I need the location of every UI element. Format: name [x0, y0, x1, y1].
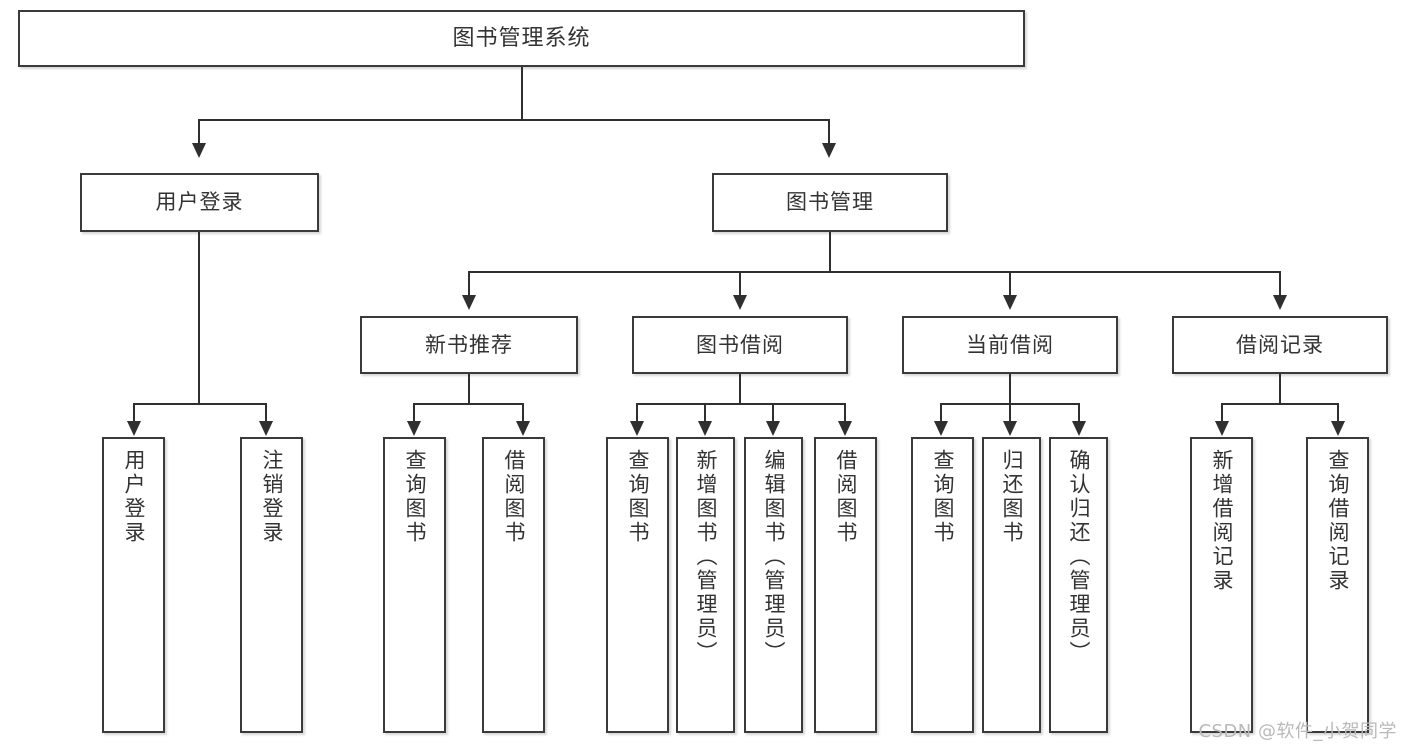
connector-new-book-split-bar [413, 403, 524, 405]
arrow-cb-to-leaf-1 [934, 421, 948, 436]
connector-bm-to-current-borrow [1009, 271, 1011, 297]
connector-new-book-stem [468, 374, 470, 404]
node-label: 查询借阅记录 [1326, 449, 1350, 593]
node-label: 用户登录 [122, 449, 146, 545]
node-label: 新书推荐 [425, 332, 513, 357]
connector-root-to-user-login [198, 119, 200, 145]
node-label: 新增借阅记录 [1210, 449, 1234, 593]
node-borrow-record[interactable]: 借阅记录 [1172, 316, 1388, 374]
leaf-borrow-record-query-record[interactable]: 查询借阅记录 [1306, 437, 1369, 733]
arrow-br-to-leaf-2 [1331, 421, 1345, 436]
node-label: 用户登录 [155, 190, 244, 215]
connector-bb-to-leaf-1 [636, 403, 638, 425]
connector-borrow-record-stem [1279, 374, 1281, 404]
arrow-br-to-leaf-1 [1215, 421, 1229, 436]
arrow-new-book-to-leaf-2 [516, 421, 530, 436]
node-label: 图书管理 [786, 190, 874, 215]
leaf-user-login[interactable]: 用户登录 [102, 437, 165, 733]
leaf-book-borrow-query-book[interactable]: 查询图书 [606, 437, 669, 733]
node-label: 新增图书（管理员） [694, 449, 718, 665]
arrow-bm-to-borrow-record [1273, 295, 1287, 310]
connector-bb-to-leaf-4 [844, 403, 846, 425]
leaf-book-borrow-borrow-book[interactable]: 借阅图书 [814, 437, 877, 733]
node-book-management[interactable]: 图书管理 [712, 173, 948, 232]
leaf-book-borrow-edit-book-admin[interactable]: 编辑图书（管理员） [744, 437, 803, 733]
connector-bb-to-leaf-3 [772, 403, 774, 425]
node-new-book-recommend[interactable]: 新书推荐 [360, 316, 578, 374]
leaf-borrow-record-add-record[interactable]: 新增借阅记录 [1190, 437, 1253, 733]
connector-borrow-record-split-bar [1221, 403, 1338, 405]
node-label: 图书管理系统 [452, 25, 591, 51]
node-label: 图书借阅 [696, 332, 784, 357]
connector-root-to-book-management [828, 119, 830, 145]
connector-new-book-to-leaf-2 [522, 403, 524, 425]
connector-user-login-split-bar [133, 403, 266, 405]
node-label: 借阅图书 [502, 449, 526, 545]
leaf-new-book-query-book[interactable]: 查询图书 [383, 437, 446, 733]
leaf-current-borrow-query-book[interactable]: 查询图书 [911, 437, 974, 733]
arrow-new-book-to-leaf-1 [407, 421, 421, 436]
node-label: 注销登录 [260, 449, 284, 545]
connector-root-stem [521, 67, 523, 120]
connector-book-management-split-bar [468, 271, 1280, 273]
leaf-new-book-borrow-book[interactable]: 借阅图书 [482, 437, 545, 733]
node-label: 归还图书 [1000, 449, 1024, 545]
node-label: 查询图书 [626, 449, 650, 545]
arrow-root-to-book-management [822, 143, 836, 158]
connector-book-borrow-stem [739, 374, 741, 404]
node-label: 确认归还（管理员） [1067, 449, 1091, 665]
connector-user-login-stem [198, 232, 200, 404]
connector-current-borrow-stem [1009, 374, 1011, 404]
connector-br-to-leaf-1 [1221, 403, 1223, 425]
node-label: 查询图书 [403, 449, 427, 545]
connector-cb-to-leaf-3 [1078, 403, 1080, 425]
leaf-book-borrow-add-book-admin[interactable]: 新增图书（管理员） [676, 437, 735, 733]
arrow-bb-to-leaf-2 [698, 421, 712, 436]
arrow-user-login-to-leaf-1 [127, 421, 141, 436]
connector-cb-to-leaf-1 [940, 403, 942, 425]
node-label: 查询图书 [931, 449, 955, 545]
node-book-borrow[interactable]: 图书借阅 [632, 316, 848, 374]
connector-bb-to-leaf-2 [704, 403, 706, 425]
node-root-book-management-system[interactable]: 图书管理系统 [18, 10, 1025, 67]
arrow-bb-to-leaf-4 [838, 421, 852, 436]
leaf-logout[interactable]: 注销登录 [240, 437, 303, 733]
connector-book-borrow-split-bar [636, 403, 846, 405]
arrow-bm-to-new-book [462, 295, 476, 310]
arrow-root-to-user-login [192, 143, 206, 158]
arrow-bm-to-current-borrow [1003, 295, 1017, 310]
arrow-bb-to-leaf-3 [766, 421, 780, 436]
connector-bm-to-borrow-record [1279, 271, 1281, 297]
connector-cb-to-leaf-2 [1009, 403, 1011, 425]
connector-root-split-bar [198, 119, 830, 121]
arrow-cb-to-leaf-2 [1003, 421, 1017, 436]
node-label: 编辑图书（管理员） [762, 449, 786, 665]
node-label: 借阅记录 [1236, 332, 1324, 357]
arrow-bb-to-leaf-1 [630, 421, 644, 436]
leaf-current-borrow-return-book[interactable]: 归还图书 [982, 437, 1041, 733]
arrow-user-login-to-leaf-2 [259, 421, 273, 436]
connector-new-book-to-leaf-1 [413, 403, 415, 425]
arrow-cb-to-leaf-3 [1072, 421, 1086, 436]
arrow-bm-to-book-borrow [733, 295, 747, 310]
connector-user-login-to-leaf-1 [133, 403, 135, 425]
leaf-current-borrow-confirm-return-admin[interactable]: 确认归还（管理员） [1049, 437, 1108, 733]
connector-user-login-to-leaf-2 [265, 403, 267, 425]
connector-bm-to-new-book [468, 271, 470, 297]
connector-bm-to-book-borrow [739, 271, 741, 297]
connector-book-management-stem [829, 232, 831, 272]
node-user-login[interactable]: 用户登录 [80, 173, 319, 232]
node-current-borrow[interactable]: 当前借阅 [902, 316, 1118, 374]
connector-br-to-leaf-2 [1337, 403, 1339, 425]
node-label: 借阅图书 [834, 449, 858, 545]
node-label: 当前借阅 [966, 332, 1054, 357]
